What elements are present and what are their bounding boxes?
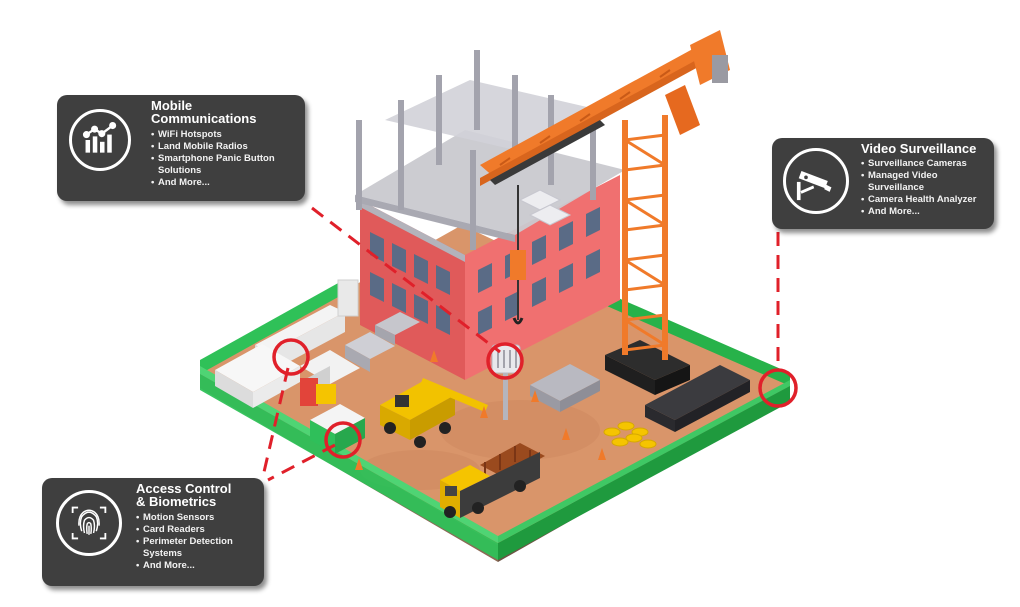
marker-cabin-door [272,338,310,376]
marker-card-reader [324,421,362,459]
list-item: And More... [151,177,301,189]
list-item: Managed Video Surveillance [861,170,991,194]
connector-access-1 [262,367,290,473]
callout-video-list: Surveillance Cameras Managed Video Surve… [861,158,991,218]
callout-access-title-line2: & Biometrics [136,494,217,509]
building-under-construction [355,50,625,380]
list-item: And More... [861,206,991,218]
list-item: Camera Health Analyzer [861,194,991,206]
list-item: WiFi Hotspots [151,129,301,141]
marker-wifi [486,342,524,380]
callout-access-title-line1: Access Control [136,481,232,496]
callout-mobile-title-line1: Mobile [151,98,193,113]
connector-lines [262,206,780,482]
callout-video-surveillance: Video Surveillance Surveillance Cameras … [772,138,994,229]
highlight-markers [272,338,798,459]
fingerprint-icon [56,490,122,556]
tower-crane [480,30,730,395]
list-item: Land Mobile Radios [151,141,301,153]
callout-mobile-title: Mobile Communications [151,99,301,125]
callout-access-list: Motion Sensors Card Readers Perimeter De… [136,512,262,572]
callout-video-title: Video Surveillance [861,141,977,156]
chart-icon [69,109,131,171]
connector-mobile [311,206,501,354]
mobile-crane-truck [380,378,488,448]
list-item: Card Readers [136,524,262,536]
list-item: And More... [136,560,262,572]
list-item: Smartphone Panic Button Solutions [151,153,301,177]
security-camera-icon [783,148,849,214]
construction-materials [345,312,750,449]
callout-mobile-communications: Mobile Communications WiFi Hotspots Land… [57,95,305,201]
callout-access-control: Access Control & Biometrics Motion Senso… [42,478,264,586]
list-item: Surveillance Cameras [861,158,991,170]
dump-truck [440,443,545,518]
list-item: Motion Sensors [136,512,262,524]
callout-access-title: Access Control & Biometrics [136,482,262,508]
callout-mobile-title-line2: Communications [151,111,257,126]
marker-camera [758,368,798,408]
site-cabins [215,279,365,454]
list-item: Perimeter Detection Systems [136,536,262,560]
traffic-cones [355,350,606,470]
callout-mobile-list: WiFi Hotspots Land Mobile Radios Smartph… [151,129,301,189]
connector-access-2 [267,443,336,482]
